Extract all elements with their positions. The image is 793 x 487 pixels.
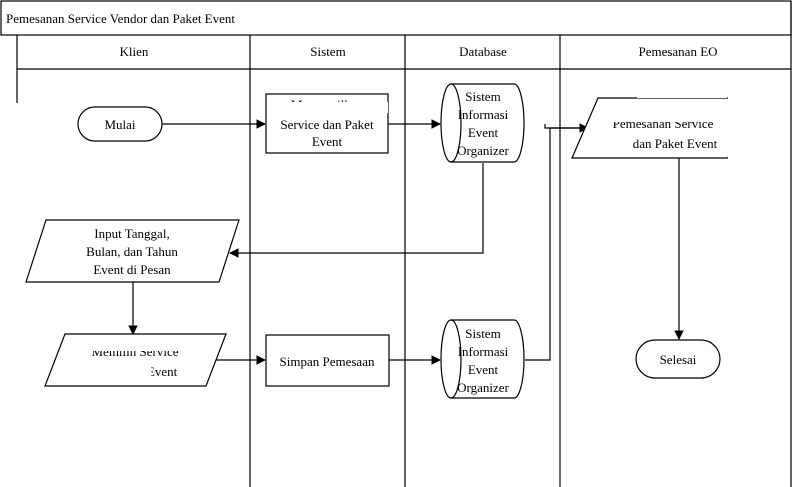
node-simpan-label: Simpan Pemesaan [280, 354, 375, 369]
node-db2-line-3: Event [468, 362, 499, 377]
lane-header-pemesanan-eo: Pemesanan EO [638, 44, 717, 59]
node-db2-line-1: Sistem [465, 326, 500, 341]
node-db1-line-2: Informasi [458, 107, 509, 122]
lane-header-database: Database [459, 44, 507, 59]
node-selesai-label: Selesai [660, 352, 697, 367]
node-db1-line-1: Sistem [465, 89, 500, 104]
node-selesai: Selesai [635, 339, 721, 379]
connector-db2-to-pemesanan-eo [525, 127, 588, 361]
lane-header-klien: Klien [120, 44, 149, 59]
connector-db1-to-input-tanggal [229, 163, 484, 258]
occlusion-patches [0, 70, 790, 487]
node-input-tanggal: Input Tanggal, Bulan, dan Tahun Event di… [25, 219, 240, 283]
node-menampilkan-line-3: Event [312, 134, 343, 149]
node-mulai-label: Mulai [104, 117, 135, 132]
node-menampilkan-line-2: Service dan Paket [280, 117, 374, 132]
node-db2: Sistem Informasi Event Organizer [440, 319, 525, 399]
node-input-tanggal-line-2: Bulan, dan Tahun [86, 244, 178, 259]
diagram-title: Pemesanan Service Vendor dan Paket Event [6, 11, 235, 26]
node-input-tanggal-line-3: Event di Pesan [93, 262, 171, 277]
node-mulai: Mulai [77, 106, 163, 142]
node-simpan: Simpan Pemesaan [265, 334, 390, 387]
node-db1-line-4: Organizer [457, 143, 509, 158]
node-db2-line-4: Organizer [457, 380, 509, 395]
node-db1-line-3: Event [468, 125, 499, 140]
node-pemesanan-eo-line-2: dan Paket Event [633, 136, 718, 151]
node-db2-line-2: Informasi [458, 344, 509, 359]
lane-header-sistem: Sistem [310, 44, 345, 59]
node-db1: Sistem Informasi Event Organizer [440, 83, 525, 163]
node-input-tanggal-line-1: Input Tanggal, [94, 226, 169, 241]
